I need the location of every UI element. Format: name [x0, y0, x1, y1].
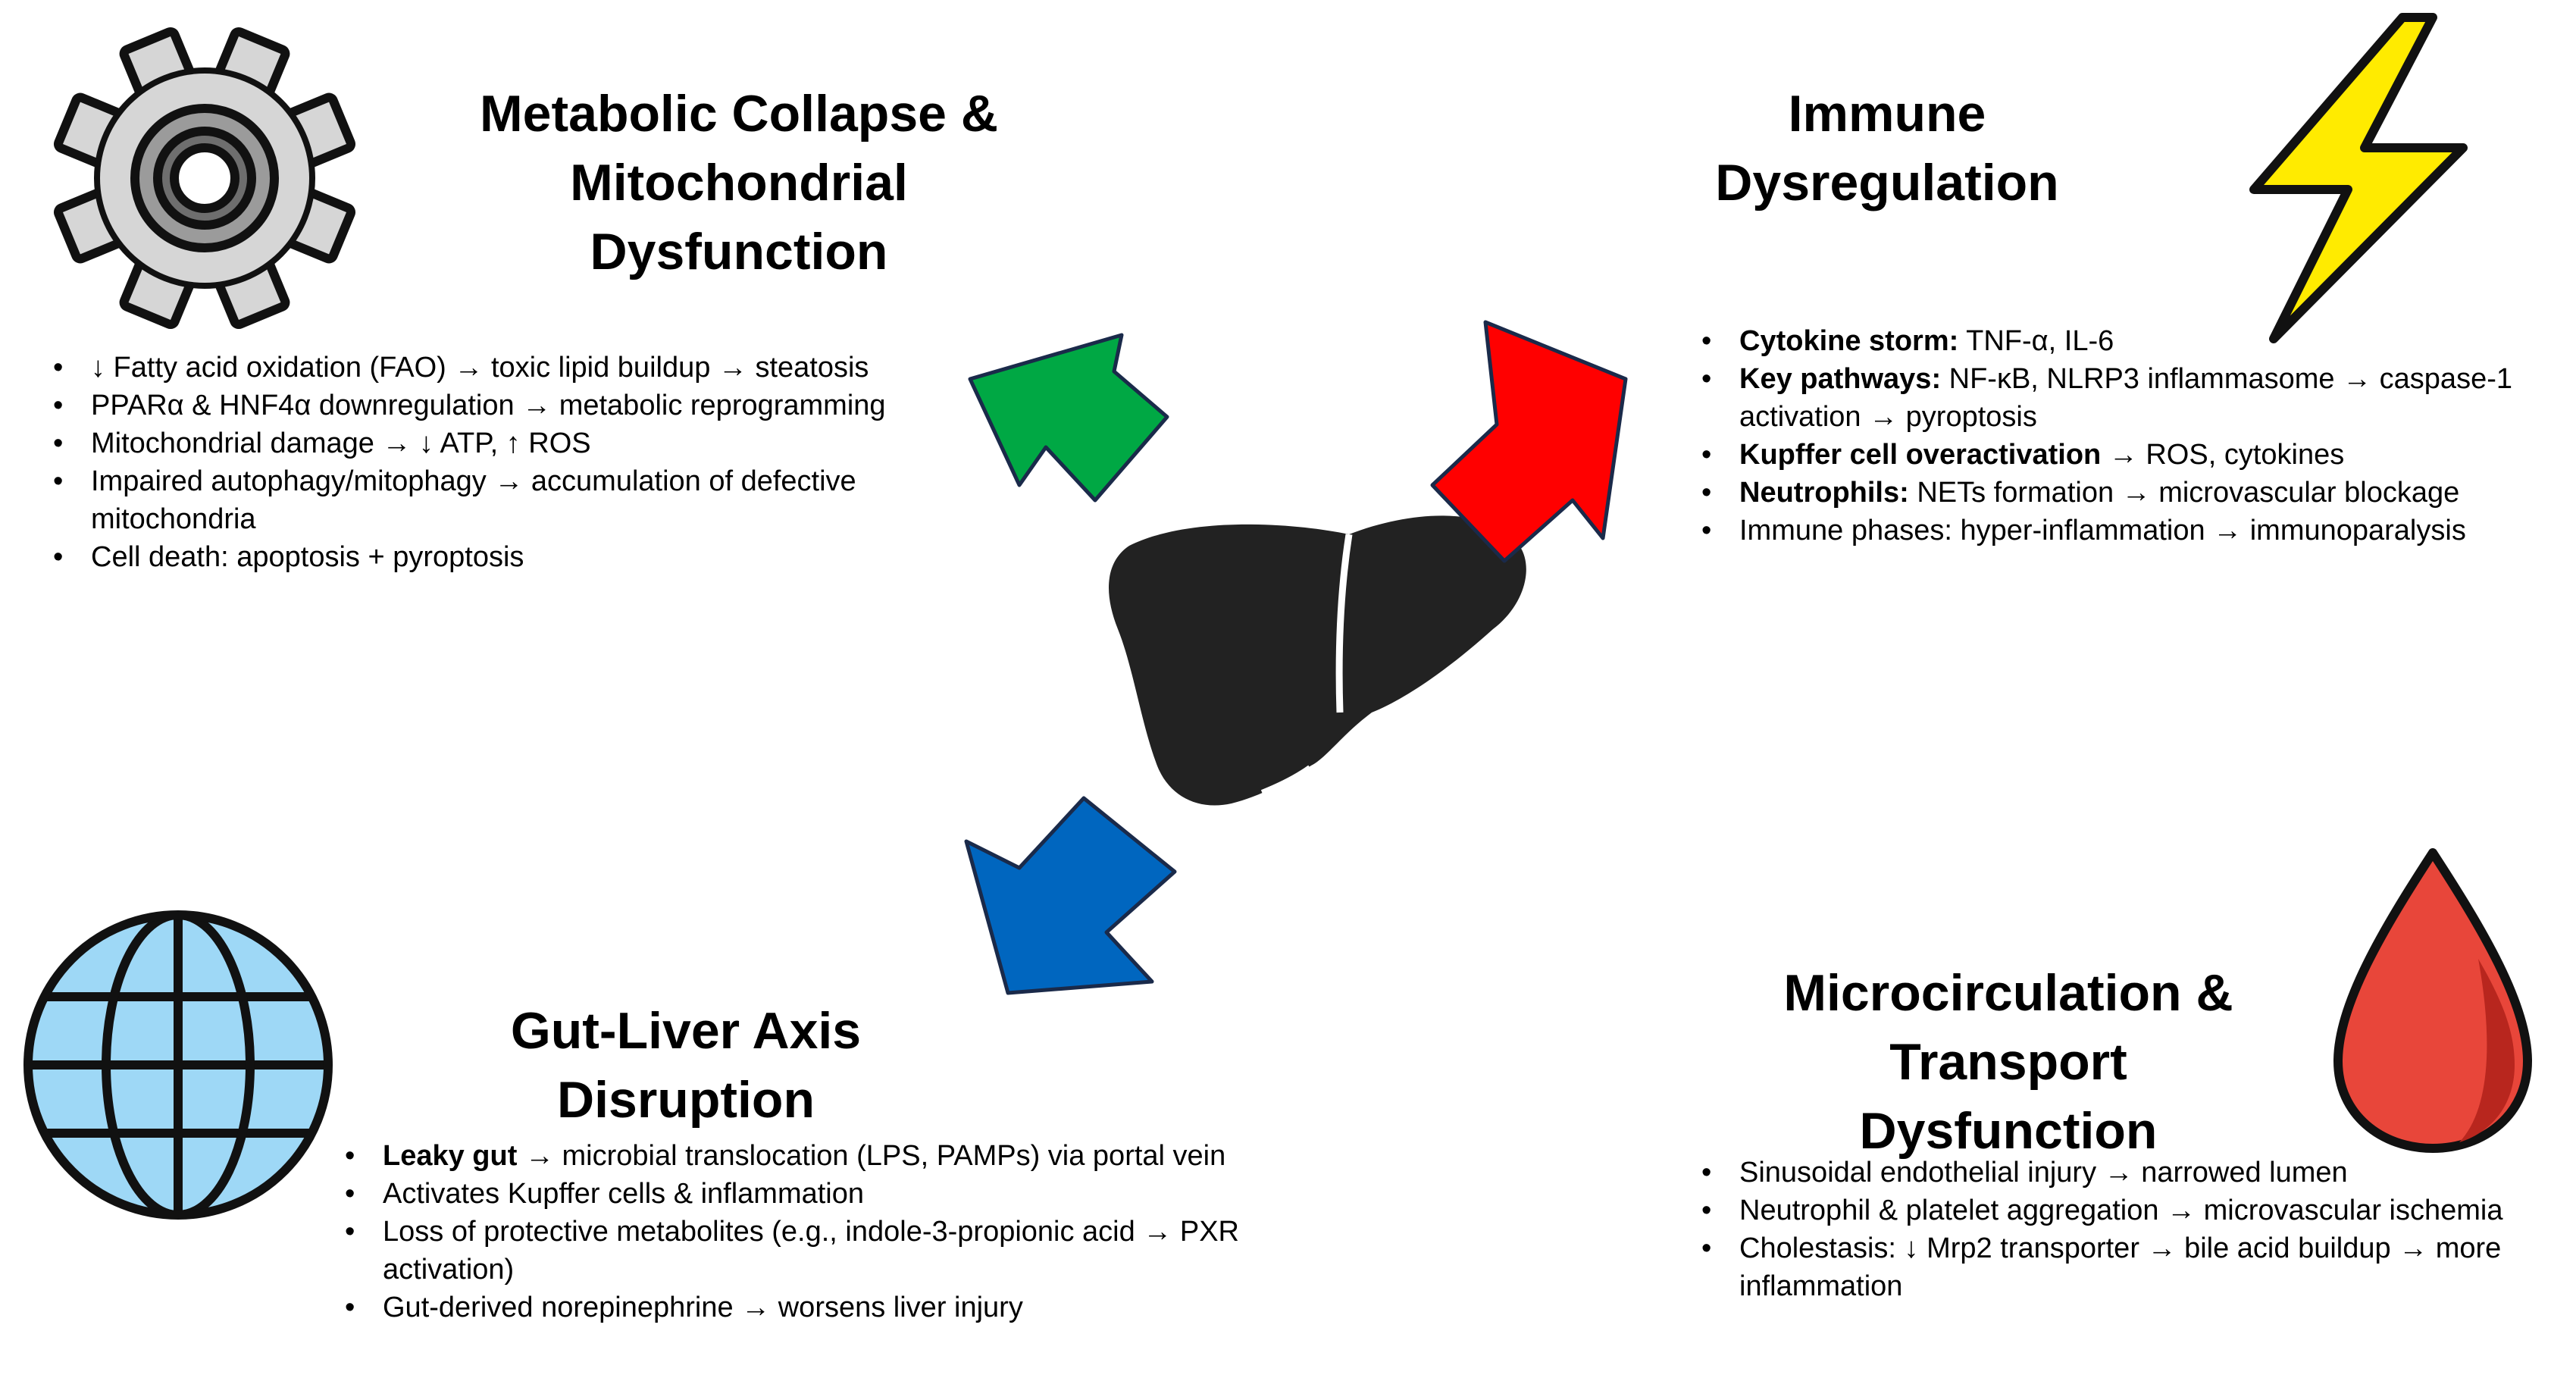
list-item: Activates Kupffer cells & inflammation: [345, 1175, 1292, 1213]
blood-drop-icon: [2333, 848, 2532, 1153]
gut-title-line: Disruption: [557, 1071, 815, 1129]
metabolic-title: Metabolic Collapse & Mitochondrial Dysfu…: [424, 80, 1053, 287]
list-item: Gut-derived norepinephrine → worsens liv…: [345, 1289, 1292, 1326]
metabolic-title-line: Metabolic Collapse &: [480, 85, 998, 142]
immune-title-line: Dysregulation: [1715, 154, 2059, 211]
globe-icon: [23, 910, 333, 1220]
gut-title-line: Gut-Liver Axis: [510, 1002, 862, 1060]
liver-icon: [1109, 515, 1526, 806]
list-item: Kupffer cell overactivation → ROS, cytok…: [1701, 436, 2576, 474]
list-item: ↓ Fatty acid oxidation (FAO) → toxic lip…: [53, 349, 887, 387]
arrow-to-immune: [1430, 320, 1628, 563]
list-item: Neutrophil & platelet aggregation → micr…: [1701, 1192, 2576, 1229]
micro-title-line: Microcirculation &: [1783, 964, 2233, 1022]
immune-bullets: Cytokine storm: TNF-α, IL-6 Key pathways…: [1698, 322, 2576, 550]
list-item: PPARα & HNF4α downregulation → metabolic…: [53, 387, 887, 424]
list-item: Cell death: apoptosis + pyroptosis: [53, 538, 887, 576]
metabolic-title-line: Mitochondrial: [570, 154, 908, 211]
arrow-to-metabolic: [968, 333, 1169, 503]
gut-bullets: Leaky gut → microbial translocation (LPS…: [341, 1137, 1292, 1326]
lightning-icon: [2249, 13, 2468, 343]
gear-icon: [53, 27, 356, 330]
metabolic-bullets: ↓ Fatty acid oxidation (FAO) → toxic lip…: [49, 349, 887, 576]
list-item: Key pathways: NF-κB, NLRP3 inflammasome …: [1701, 360, 2576, 436]
list-item: Sinusoidal endothelial injury → narrowed…: [1701, 1154, 2576, 1192]
list-item: Cholestasis: ↓ Mrp2 transporter → bile a…: [1701, 1229, 2576, 1305]
list-item: Impaired autophagy/mitophagy → accumulat…: [53, 462, 887, 538]
list-item: Neutrophils: NETs formation → microvascu…: [1701, 474, 2576, 512]
list-item: Loss of protective metabolites (e.g., in…: [345, 1213, 1292, 1289]
metabolic-title-line: Dysfunction: [590, 223, 888, 280]
list-item: Cytokine storm: TNF-α, IL-6: [1701, 322, 2576, 360]
arrow-to-gut: [964, 796, 1177, 995]
micro-title: Microcirculation & Transport Dysfunction: [1705, 959, 2312, 1166]
list-item: Leaky gut → microbial translocation (LPS…: [345, 1137, 1292, 1175]
list-item: Immune phases: hyper-inflammation → immu…: [1701, 512, 2576, 550]
micro-bullets: Sinusoidal endothelial injury → narrowed…: [1698, 1154, 2576, 1305]
list-item: Mitochondrial damage → ↓ ATP, ↑ ROS: [53, 424, 887, 462]
gut-title: Gut-Liver Axis Disruption: [424, 997, 947, 1135]
immune-title-line: Immune: [1788, 85, 1986, 142]
immune-title: Immune Dysregulation: [1652, 80, 2122, 218]
micro-title-line: Dysfunction: [1859, 1102, 2158, 1160]
micro-title-line: Transport: [1889, 1033, 2127, 1091]
